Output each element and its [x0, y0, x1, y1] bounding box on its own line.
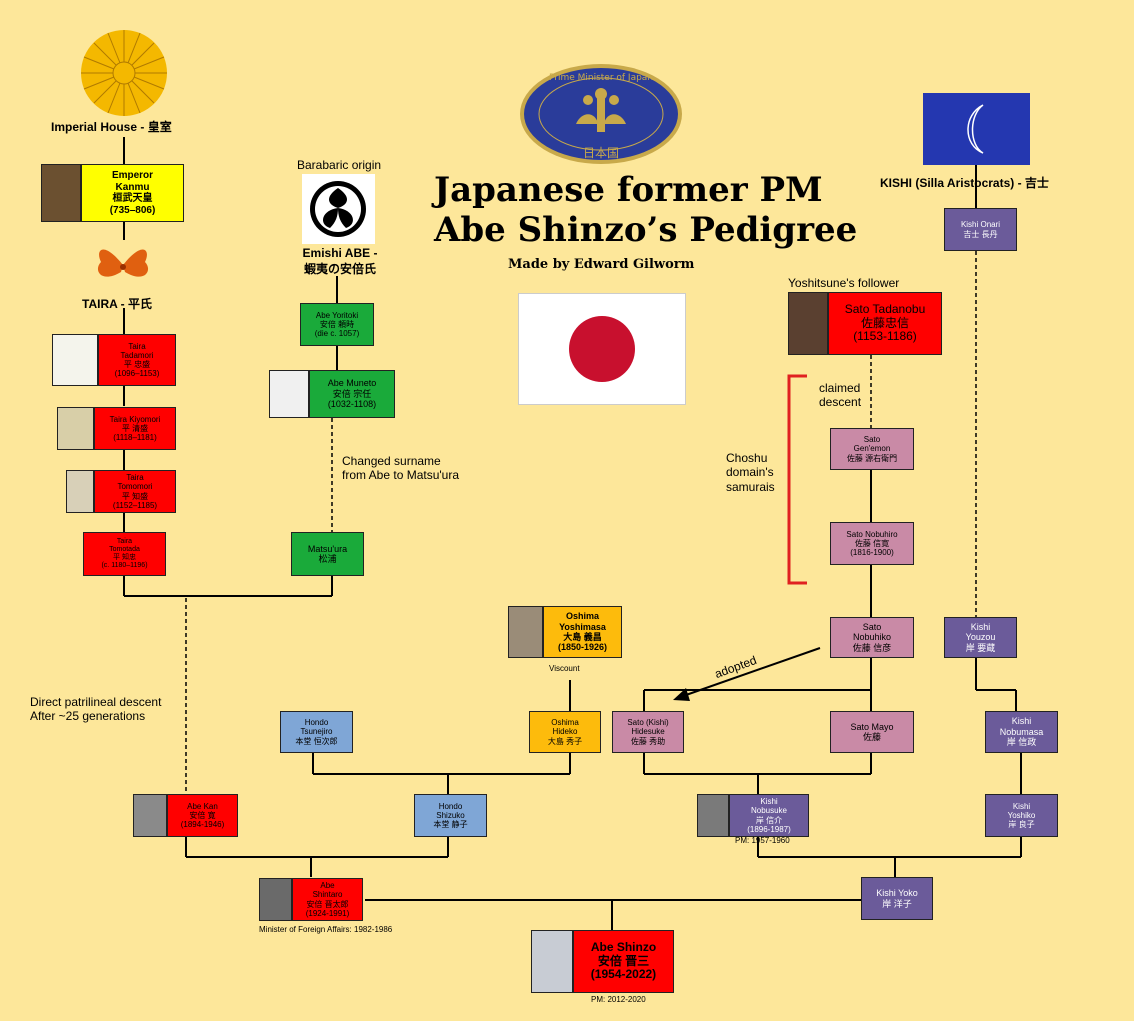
kan-portrait: [133, 794, 167, 837]
emishi-crest: [302, 174, 375, 244]
pm-seal-country: 日本国: [583, 146, 619, 160]
yoshitsune-annotation: Yoshitsune's follower: [788, 276, 900, 290]
crescent-icon: [967, 104, 984, 154]
yoshimasa-portrait: [508, 606, 543, 658]
pm-kishi-annotation: PM: 1957-1960: [735, 836, 790, 845]
pm-seal-text: Prime Minister of Japan: [549, 73, 653, 83]
barbaric-origin-label: Barabaric origin: [297, 158, 382, 172]
nobusuke-portrait: [697, 794, 729, 837]
kanmu-portrait: [41, 164, 81, 222]
abe-crest-icon: [310, 181, 366, 237]
red-sun-icon: [569, 316, 635, 382]
viscount-annotation: Viscount: [549, 664, 580, 673]
japan-flag: [518, 293, 686, 405]
kishi-label: KISHI (Silla Aristocrats) - 吉士: [880, 176, 1049, 190]
minister-annotation: Minister of Foreign Affairs: 1982-1986: [259, 925, 393, 934]
imperial-house-label: Imperial House - 皇室: [51, 120, 172, 134]
emishi-abe-label: Emishi ABE - 蝦夷の安倍氏: [302, 246, 378, 276]
tadamori-portrait: [52, 334, 98, 386]
pm-abe-annotation: PM: 2012-2020: [591, 995, 646, 1004]
muneto-portrait: [269, 370, 309, 418]
credit-text: Made by Edward Gilworm: [508, 257, 695, 272]
kiyomori-portrait: [57, 407, 94, 450]
kishi-flag: [923, 93, 1030, 165]
chrysanthemum-icon: [81, 30, 167, 116]
page-title: Japanese former PM Abe Shinzo’s Pedigree: [434, 170, 858, 251]
shinzo-portrait: [531, 930, 573, 993]
tadanobu-portrait: [788, 292, 828, 355]
taira-label: TAIRA - 平氏: [82, 297, 152, 311]
butterfly-crest-icon: [97, 249, 149, 277]
pm-seal-icon: Prime Minister of Japan 日本国: [520, 64, 682, 164]
shintaro-portrait: [259, 878, 292, 921]
tomomori-portrait: [66, 470, 94, 513]
